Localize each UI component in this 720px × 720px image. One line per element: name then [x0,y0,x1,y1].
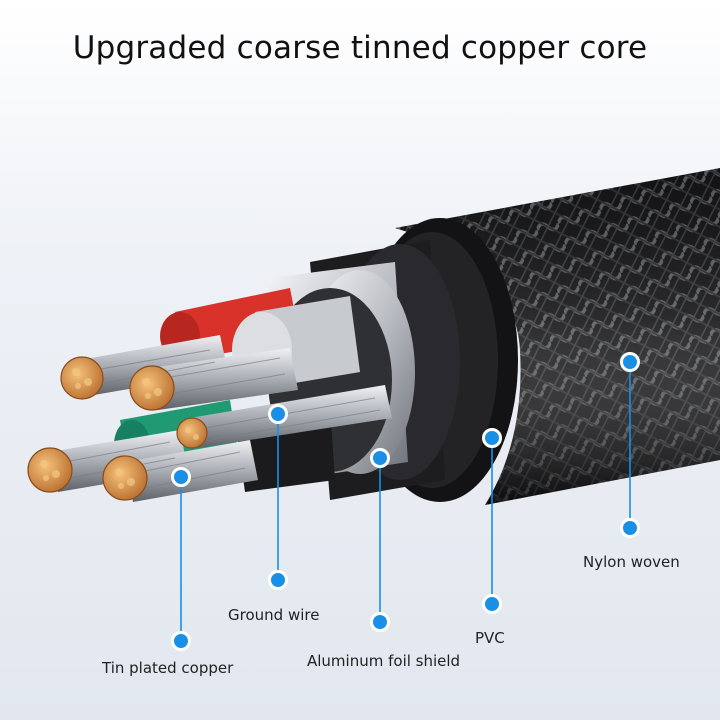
callout-dot-pvc [482,428,502,448]
label-pvc: PVC [475,629,505,647]
callout-dot-nylon [620,352,640,372]
callout-dot-foil [370,448,390,468]
label-nylon-woven: Nylon woven [583,553,680,571]
page-title: Upgraded coarse tinned copper core [72,30,648,66]
label-aluminum-foil-shield: Aluminum foil shield [307,652,461,670]
label-tin-plated-copper: Tin plated copper [102,659,234,677]
callout-dot-ground [268,404,288,424]
label-ground-wire: Ground wire [228,606,320,624]
callout-dot-tin [171,467,191,487]
